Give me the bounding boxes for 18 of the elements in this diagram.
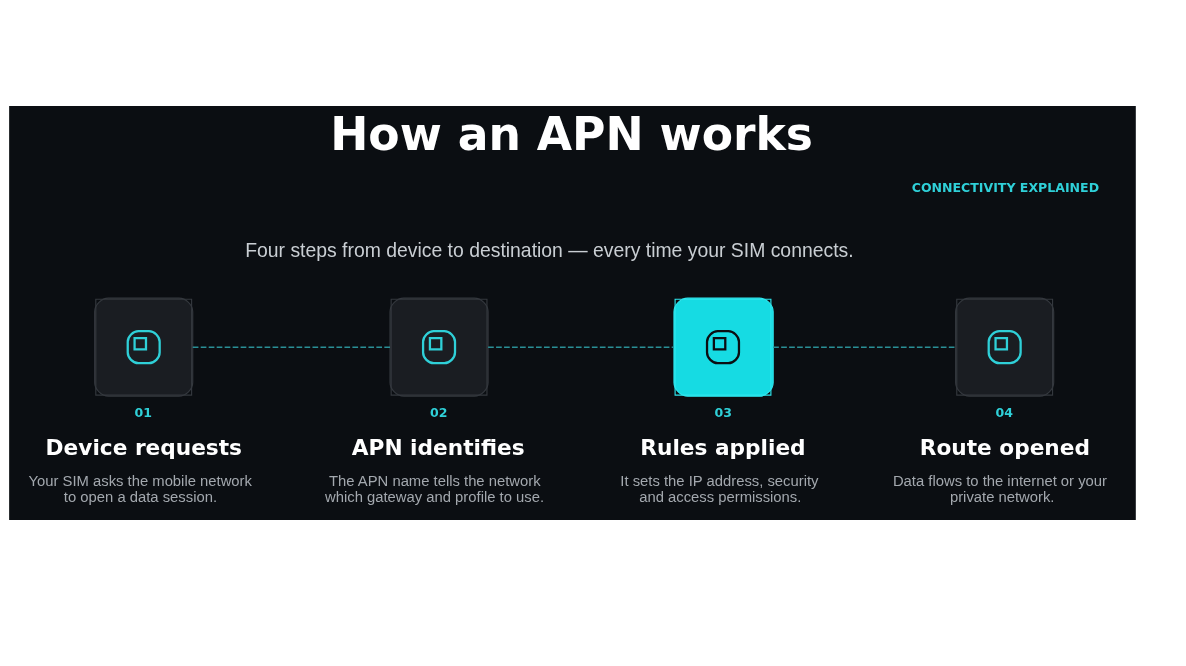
node-label: 03 bbox=[714, 404, 732, 420]
node-label: APN identifies bbox=[351, 434, 525, 460]
label: CONNECTIVITY EXPLAINED bbox=[911, 179, 1100, 195]
connector bbox=[487, 345, 675, 348]
connector bbox=[772, 345, 957, 348]
diagram-title: How an APN works bbox=[330, 107, 814, 161]
node-label: Rules applied bbox=[640, 434, 806, 460]
node-label: Your SIM asks the mobile network to open a data session. bbox=[28, 472, 252, 505]
node-label: 02 bbox=[429, 404, 448, 420]
node-label: It sets the IP address, security and access permissions. bbox=[620, 472, 819, 505]
connector bbox=[191, 345, 391, 348]
node-label: The APN name tells the network which gateway and profile to use. bbox=[325, 472, 545, 505]
node-label: Route opened bbox=[919, 434, 1090, 460]
node-label: 04 bbox=[995, 404, 1013, 420]
node-label: Device requests bbox=[45, 434, 243, 460]
node-label: Data flows to the internet or your private network. bbox=[892, 472, 1107, 505]
node-label: 01 bbox=[134, 404, 153, 420]
label: Four steps from device to destination — every time your SIM connects. bbox=[245, 238, 854, 261]
